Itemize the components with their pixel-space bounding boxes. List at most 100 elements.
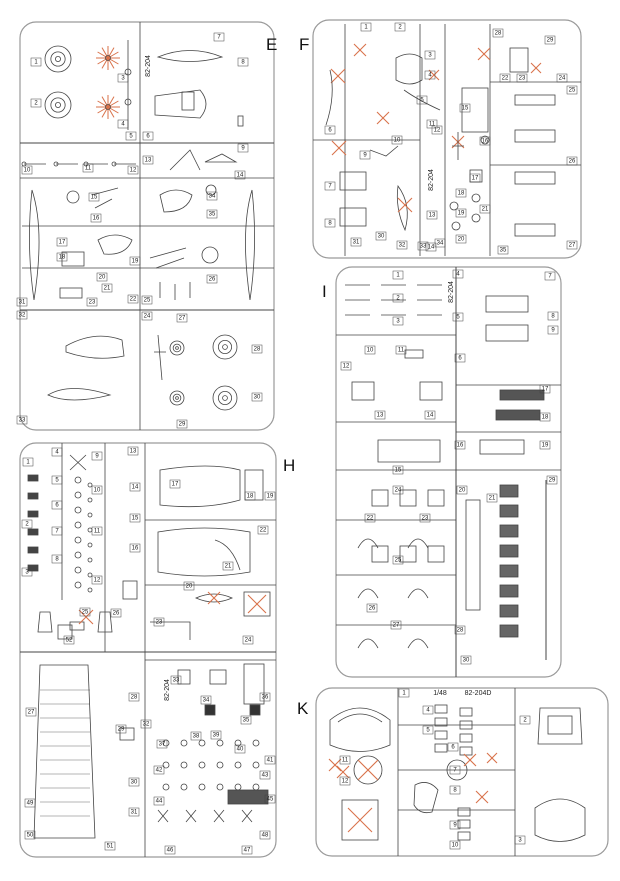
- part-number-box: [115, 724, 127, 734]
- grille-part: [204, 704, 216, 716]
- part-number-box: [497, 245, 509, 255]
- wheel-hub: [50, 97, 66, 113]
- box-part: [119, 727, 135, 741]
- part-number-e: 13: [145, 158, 152, 164]
- seat-part: [97, 611, 113, 633]
- sprue-letter-f: F: [299, 35, 310, 54]
- round-part: [252, 739, 260, 747]
- pin-part: [452, 132, 464, 160]
- wheel-axle: [222, 344, 228, 350]
- remove-mark-line: [331, 140, 347, 156]
- part-number-e: 1: [34, 60, 38, 66]
- panel-part: [377, 439, 441, 463]
- part-number-box: [21, 519, 33, 529]
- part-number-f: 19: [458, 211, 465, 217]
- part-number-h: 39: [213, 733, 220, 739]
- round-part: [87, 512, 93, 518]
- part-number-h: 7: [55, 529, 59, 535]
- part-number-box: [88, 192, 100, 202]
- plate-part: [514, 94, 556, 106]
- part-number-box: [516, 73, 528, 83]
- round-part: [87, 527, 93, 533]
- part-number-f: 24: [559, 76, 566, 82]
- part-number-box: [422, 705, 434, 715]
- part-number-box: [90, 213, 102, 223]
- sprue-letter-e: E: [266, 35, 278, 54]
- part-number-f: 33: [420, 244, 427, 250]
- box-part: [177, 669, 191, 685]
- part-number-k: 9: [453, 823, 457, 829]
- part-number-h: 31: [131, 810, 138, 816]
- round-part: [180, 761, 188, 769]
- part-number-box: [556, 73, 568, 83]
- link-part: [499, 624, 519, 638]
- seat-part: [427, 489, 445, 507]
- round-part: [198, 783, 206, 791]
- part-number-box: [398, 688, 410, 698]
- remove-mark-line: [347, 807, 373, 833]
- part-number-i: 3: [396, 319, 400, 325]
- part-number-h: 51: [107, 844, 114, 850]
- part-number-box: [566, 85, 578, 95]
- link-part: [499, 564, 519, 578]
- part-number-f: 21: [482, 207, 489, 213]
- part-number-h: 32: [143, 722, 150, 728]
- seat-part: [371, 545, 389, 563]
- part-number-e: 19: [132, 259, 139, 265]
- panel-part: [61, 251, 85, 267]
- part-number-box: [206, 209, 218, 219]
- round-part: [451, 221, 461, 231]
- lens-part: [434, 704, 448, 714]
- part-number-box: [455, 234, 467, 244]
- grille-part: [404, 349, 424, 359]
- sprue-h-frame: [19, 442, 277, 858]
- clear-part: [413, 782, 439, 814]
- cockpit-contour: [214, 539, 241, 571]
- round-part: [234, 739, 242, 747]
- part-number-box: [424, 50, 436, 60]
- part-number-box: [324, 125, 336, 135]
- round-part: [216, 783, 224, 791]
- part-number-box: [339, 755, 351, 765]
- small-part: [27, 492, 39, 500]
- box-part: [69, 621, 85, 631]
- part-number-h: 10: [94, 488, 101, 494]
- seat-part: [37, 611, 53, 633]
- part-number-f: 30: [378, 234, 385, 240]
- part-number-box: [51, 475, 63, 485]
- part-number-box: [237, 57, 249, 67]
- link-part: [499, 544, 519, 558]
- part-number-f: 8: [328, 221, 332, 227]
- remove-mark-line: [353, 43, 367, 57]
- cross-bracket: [69, 454, 87, 471]
- rod-end: [53, 161, 59, 167]
- part-number-h: 1: [26, 460, 30, 466]
- part-number-box: [492, 28, 504, 38]
- canopy-frame: [337, 713, 383, 723]
- part-number-box: [544, 35, 556, 45]
- part-number-box: [96, 272, 108, 282]
- part-number-i: 8: [551, 314, 555, 320]
- part-number-box: [51, 500, 63, 510]
- part-number-box: [375, 231, 387, 241]
- part-number-h: 21: [225, 564, 232, 570]
- part-number-box: [16, 310, 28, 320]
- small-part: [27, 510, 39, 518]
- part-number-f: 25: [569, 88, 576, 94]
- strut-part: [169, 149, 201, 171]
- part-number-k: 11: [342, 758, 349, 764]
- part-number-f: 20: [458, 237, 465, 243]
- part-number-box: [164, 845, 176, 855]
- part-number-f: 15: [462, 106, 469, 112]
- part-number-box: [234, 744, 246, 754]
- part-number-e: 6: [146, 134, 150, 140]
- linkage-part: [185, 809, 197, 823]
- part-number-f: 26: [569, 159, 576, 165]
- part-number-i: 19: [542, 443, 549, 449]
- canopy-part: [329, 707, 391, 752]
- part-number-k: 8: [453, 788, 457, 794]
- remove-mark-line: [247, 594, 267, 614]
- part-number-e: 22: [130, 297, 137, 303]
